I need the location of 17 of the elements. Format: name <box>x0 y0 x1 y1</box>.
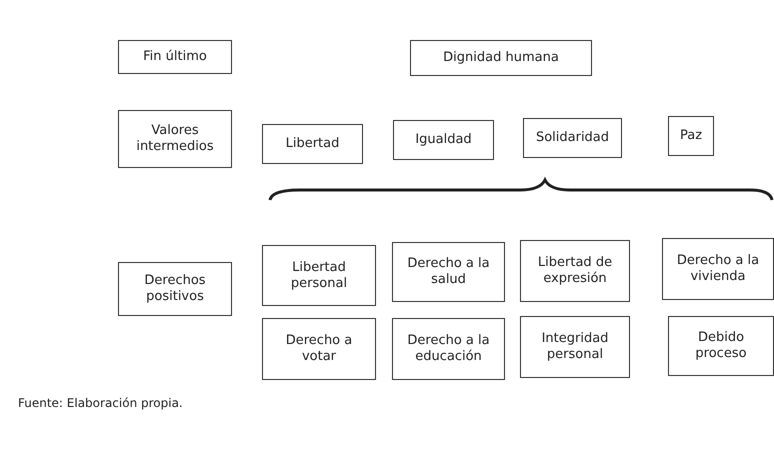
concept-box: Derecho a votar <box>262 318 376 380</box>
concept-box: Debido proceso <box>668 316 774 376</box>
concept-box: Derecho a la vivienda <box>662 238 774 300</box>
concept-box: Solidaridad <box>523 118 622 158</box>
concept-box: Libertad personal <box>262 245 376 306</box>
concept-box: Derechos positivos <box>118 262 232 316</box>
concept-box: Igualdad <box>393 120 494 160</box>
concept-box: Derecho a la salud <box>392 242 505 302</box>
concept-box: Derecho a la educación <box>392 318 505 380</box>
concept-box: Fin último <box>118 40 232 74</box>
concept-box: Libertad <box>262 124 363 164</box>
caption: Fuente: Elaboración propia. <box>18 396 183 410</box>
concept-box: Valores intermedios <box>118 110 232 168</box>
concept-box: Libertad de expresión <box>520 240 630 302</box>
concept-box: Paz <box>668 116 714 156</box>
concept-box: Dignidad humana <box>410 40 592 76</box>
concept-box: Integridad personal <box>520 316 630 378</box>
